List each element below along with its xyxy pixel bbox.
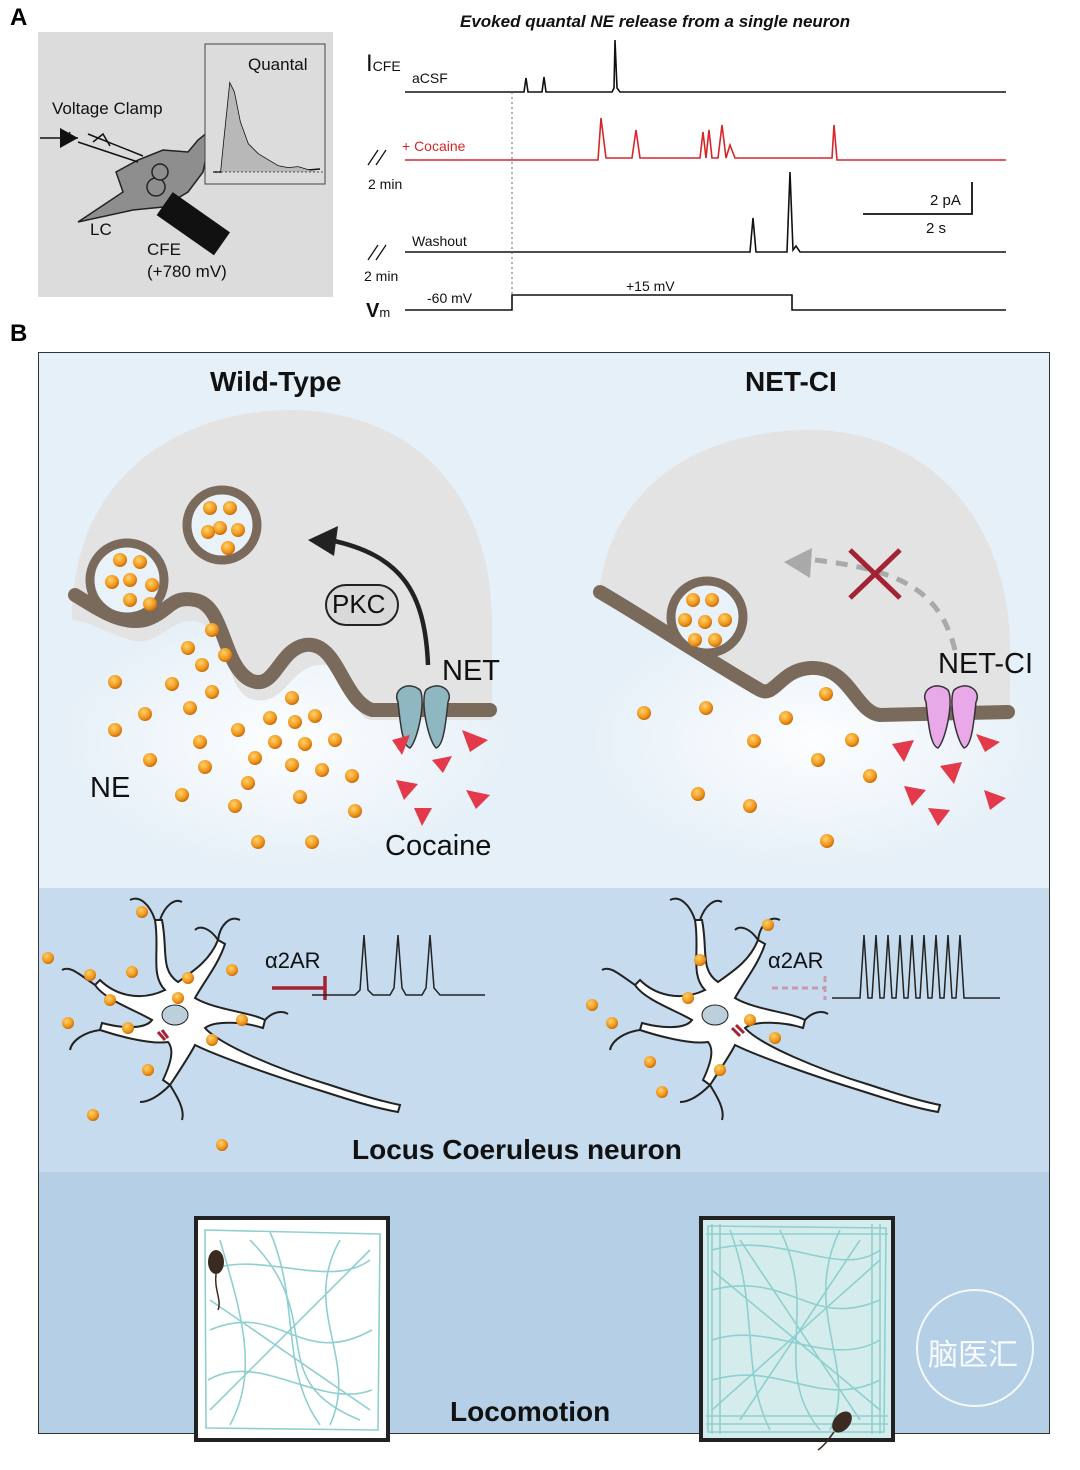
current-label-sub: CFE [372, 58, 401, 74]
alpha2ar-label-right: α2AR [768, 948, 824, 973]
net-ci-transporter [923, 685, 979, 749]
vm-step-trace [405, 294, 1006, 311]
net-transporter [395, 685, 451, 749]
traces-title: Evoked quantal NE release from a single … [460, 12, 851, 31]
voltage-clamp-arrow [60, 128, 78, 148]
ne-label: NE [90, 772, 131, 804]
current-label: ICFE [366, 50, 401, 78]
net-ci-inhibition [772, 976, 827, 1000]
cfe-label: CFE [147, 240, 181, 259]
block-cross [848, 548, 902, 600]
net-ci-membrane [593, 585, 1015, 723]
wild-type-arena [194, 1216, 390, 1442]
blocked-arrow [814, 557, 958, 651]
locomotion-arenas [194, 1216, 1034, 1451]
net-label: NET [442, 655, 500, 687]
current-label-main: I [366, 50, 373, 77]
ne-dots-net-ci [637, 593, 877, 848]
panel-a-letter: A [10, 4, 28, 31]
trace-plot [367, 39, 1006, 311]
pkc-box [325, 584, 399, 626]
net-ci-arena [699, 1216, 895, 1451]
wild-type-inhibition [272, 976, 327, 1000]
alpha2ar-label-left: α2AR [265, 948, 321, 973]
gap-label-2: 2 min [364, 268, 399, 284]
panel-b-letter: B [10, 320, 28, 347]
cocaine-triangles-net-ci [892, 734, 1006, 826]
neuron-title: Locus Coeruleus neuron [352, 1134, 682, 1165]
quantal-label: Quantal [248, 55, 308, 74]
wild-type-neuron [93, 919, 402, 1114]
scale-time-label: 2 s [926, 220, 947, 237]
wild-type-terminal [68, 410, 497, 720]
mouse-icon-right [832, 1411, 852, 1433]
wild-type-title: Wild-Type [210, 366, 342, 397]
mouse-icon-left [208, 1250, 224, 1274]
wild-type-spikes [312, 934, 485, 996]
scale-current-label: 2 pA [930, 192, 961, 209]
net-ci-label: NET-CI [938, 648, 1034, 680]
cell-diagram [40, 43, 326, 256]
vm-label-sub: m [379, 305, 391, 320]
synapse-diagram [55, 410, 1045, 870]
net-ci-spikes [832, 934, 1000, 999]
voltage-clamp-label: Voltage Clamp [52, 99, 163, 118]
cocaine-label: Cocaine [385, 830, 492, 862]
trace-acsf [405, 39, 1006, 93]
pkc-arrow [329, 537, 431, 666]
net-ci-nucleus [701, 1004, 729, 1026]
net-ci-title: NET-CI [745, 366, 837, 397]
neuron-diagram [42, 897, 1000, 1151]
pkc-label: PKC [332, 589, 386, 619]
vm-hold-label: -60 mV [427, 290, 473, 306]
vm-label-main: V [366, 300, 380, 322]
locomotion-title: Locomotion [450, 1396, 611, 1427]
cocaine-triangles-wild-type [392, 730, 490, 826]
watermark-circle [916, 1289, 1034, 1407]
watermark: 脑医汇 [928, 1338, 1018, 1373]
trace-label-washout: Washout [412, 233, 467, 249]
net-ci-neuron [633, 919, 942, 1114]
trace-label-acsf: aCSF [412, 70, 448, 86]
trace-washout [405, 171, 1006, 253]
cfe-potential-label: (+780 mV) [147, 262, 227, 281]
ne-dots-wild-type [105, 501, 362, 849]
lc-label: LC [90, 220, 112, 239]
gap-label-1: 2 min [368, 176, 403, 192]
vm-step-label: +15 mV [626, 278, 675, 294]
trace-label-cocaine: + Cocaine [402, 138, 466, 154]
scale-bar [863, 182, 973, 215]
wild-type-membrane [68, 588, 497, 717]
trace-cocaine [515, 117, 1006, 161]
vm-label: Vm [366, 300, 390, 323]
cfe-electrode [156, 192, 231, 256]
wild-type-nucleus [161, 1004, 189, 1026]
